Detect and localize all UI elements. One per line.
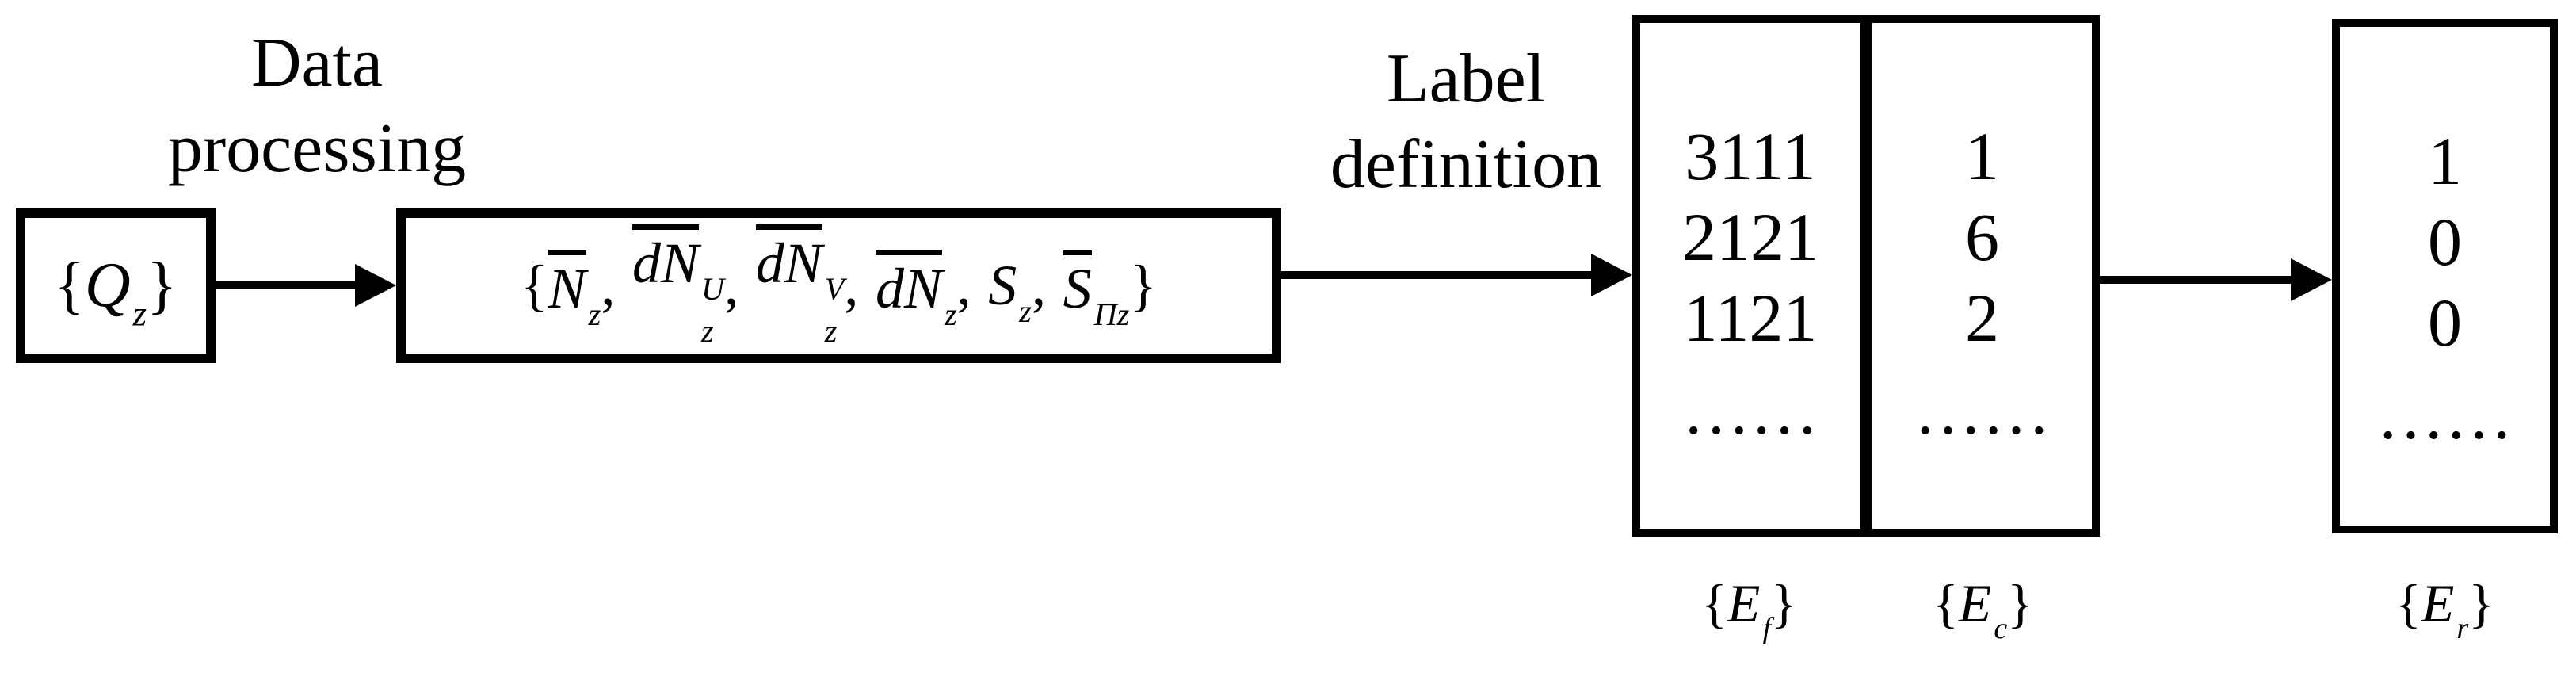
- set-term-2-superscript: V: [824, 270, 845, 307]
- ellipsis-row: ……: [1914, 373, 2051, 449]
- value-row: 1: [2428, 123, 2462, 199]
- set-term-0-subscript: z: [588, 296, 601, 333]
- ellipsis-row: ……: [1682, 373, 1818, 449]
- feature-id-caption-open-brace: {: [1701, 573, 1727, 633]
- feature-id-caption: {Ef}: [1632, 572, 1866, 645]
- input-set-box: {Qz}: [16, 208, 216, 363]
- class-caption-symbol-base: E: [1958, 573, 1992, 633]
- class-caption-open-brace: {: [1933, 573, 1959, 633]
- set-term-0-base: N: [548, 250, 586, 317]
- set-term-1-base: dN: [632, 224, 699, 292]
- feature-id-caption-symbol: Ef: [1727, 572, 1771, 645]
- value-row: 6: [1965, 199, 1999, 275]
- table-divider: [1860, 23, 1872, 529]
- value-row: 1121: [1683, 280, 1818, 356]
- set-term-4-subscript: z: [1019, 293, 1032, 330]
- arrow-1-shaft: [216, 281, 358, 289]
- set-term-5-subscript: Πz: [1093, 296, 1130, 333]
- separator-comma: ,: [724, 254, 739, 317]
- input-set-box-symbol-base: Q: [84, 250, 131, 320]
- separator-comma: ,: [956, 254, 971, 317]
- separator-comma: ,: [1031, 254, 1046, 317]
- set-term-3-subscript: z: [944, 296, 957, 333]
- arrow-2-head: [1591, 254, 1632, 296]
- class-caption-symbol-subscript: c: [1994, 611, 2008, 645]
- input-set-box-close-brace: }: [147, 250, 177, 320]
- input-set-box-open-brace: {: [54, 250, 85, 320]
- label-definition-line1: Label: [1386, 40, 1546, 117]
- set-term-4-base: S: [988, 254, 1017, 317]
- input-set-box-symbol-subscript: z: [132, 293, 147, 334]
- ellipsis-row: ……: [2376, 377, 2513, 453]
- arrow-3-shaft: [2100, 276, 2294, 284]
- set-close-brace: }: [1129, 254, 1157, 317]
- class-caption: {Ec}: [1866, 572, 2100, 645]
- set-term-3: dNz: [875, 250, 957, 332]
- label-definition-line2: definition: [1330, 126, 1602, 203]
- value-row: 2: [1965, 280, 1999, 356]
- value-row: 2121: [1682, 199, 1818, 275]
- feature-id-caption-close-brace: }: [1771, 573, 1797, 633]
- arrow-2-shaft: [1281, 271, 1594, 279]
- set-term-3-base: dN: [875, 250, 942, 317]
- result-caption-symbol-base: E: [2421, 573, 2455, 633]
- set-term-2-base: dN: [755, 224, 822, 292]
- separator-comma: ,: [844, 254, 859, 317]
- feature-id-caption-symbol-base: E: [1727, 573, 1761, 633]
- value-row: 3111: [1685, 118, 1816, 194]
- arrow-1-head: [355, 264, 396, 307]
- feature-id-caption-symbol-subscript: f: [1762, 611, 1772, 645]
- class-caption-symbol: Ec: [1958, 572, 2007, 645]
- result-caption-symbol: Er: [2421, 572, 2468, 645]
- value-row: 1: [1965, 118, 1999, 194]
- data-processing-label: Data processing: [151, 21, 483, 192]
- set-term-1-superscript: U: [700, 270, 725, 307]
- result-caption: {Er}: [2332, 572, 2558, 645]
- set-term-2-subscript: z: [824, 313, 838, 350]
- set-term-0: Nz: [548, 250, 601, 332]
- label-definition-label: Label definition: [1299, 36, 1632, 208]
- class-caption-close-brace: }: [2007, 573, 2033, 633]
- value-row: 0: [2428, 204, 2462, 280]
- set-open-brace: {: [521, 254, 548, 317]
- set-term-4: Sz: [988, 253, 1032, 329]
- result-caption-close-brace: }: [2468, 573, 2494, 633]
- separator-comma: ,: [601, 254, 616, 317]
- data-processing-line2: processing: [167, 110, 467, 187]
- arrow-3-head: [2291, 258, 2332, 301]
- result-caption-open-brace: {: [2395, 573, 2421, 633]
- set-term-1-subscript: z: [700, 313, 714, 350]
- set-term-5-base: S: [1063, 250, 1092, 317]
- input-set-box-symbol: Qz: [84, 250, 147, 334]
- set-term-5: SΠz: [1063, 250, 1129, 332]
- result-caption-symbol-subscript: r: [2456, 611, 2469, 645]
- data-processing-line1: Data: [250, 25, 384, 101]
- value-row: 0: [2428, 285, 2462, 361]
